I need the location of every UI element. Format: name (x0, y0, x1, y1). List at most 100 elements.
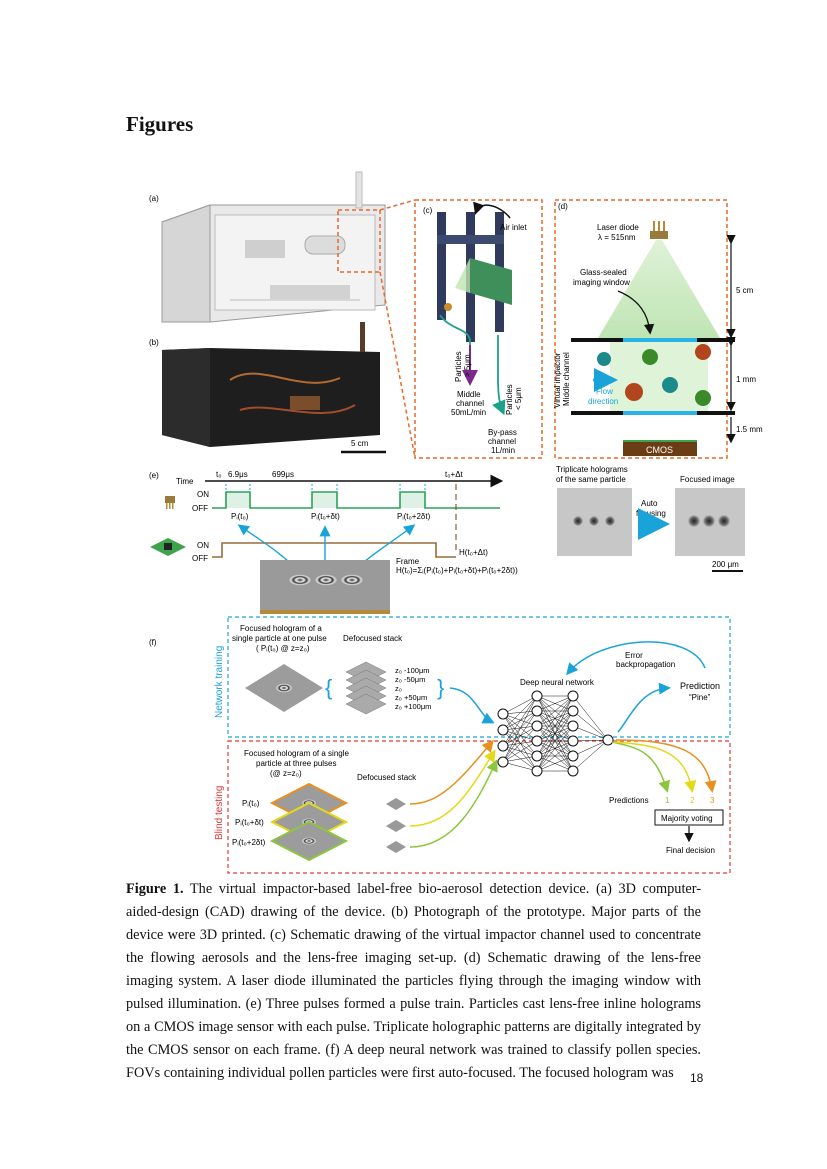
nn-node (567, 690, 579, 702)
nn-connection (536, 710, 574, 772)
on-label-2: ON (197, 541, 209, 550)
virtual-impactor-channel (437, 212, 512, 342)
nn-node (602, 734, 614, 746)
test-pulse-3: Pᵢ(t₀+2δt) (232, 838, 266, 847)
laser-wavelength: λ = 515nm (598, 233, 636, 242)
side-label2: Middle channel (562, 352, 571, 406)
particles-lt-size: < 5μm (514, 387, 523, 410)
nn-connection (502, 725, 538, 763)
nn-node (567, 750, 579, 762)
train-holo-label3: ( Pᵢ(t₀) @ z=z₀) (256, 644, 310, 653)
bypass-label2: channel (488, 437, 516, 446)
off-label-2: OFF (192, 554, 208, 563)
nn-connection (536, 695, 574, 757)
dist-5cm: 5 cm (736, 286, 754, 295)
z-plus-100: z₀ +100μm (395, 702, 431, 711)
test-holo-label3: (@ z=z₀) (270, 769, 302, 778)
caption-label: Figure 1. (126, 881, 184, 897)
nn-connection (536, 740, 574, 772)
laser-beam (598, 240, 720, 338)
nn-connection (502, 710, 538, 763)
panel-c-frame (414, 199, 543, 459)
nn-node (531, 690, 543, 702)
window-label: Glass-sealed (580, 268, 627, 277)
nn-connection (502, 761, 538, 772)
dnn-label: Deep neural network (520, 678, 595, 687)
frame-label: Frame (396, 557, 420, 566)
middle-channel-flow: 50mL/min (451, 408, 486, 417)
nn-connection (502, 713, 538, 757)
train-holo-label: Focused hologram of a (240, 624, 322, 633)
nn-node (497, 740, 509, 752)
pollen-particles (597, 344, 711, 406)
nn-node (531, 735, 543, 747)
panel-label-a: (a) (149, 194, 159, 203)
dur2-label: 699μs (272, 470, 294, 479)
nn-node (531, 750, 543, 762)
nn-connection (502, 710, 538, 731)
defocus-label: Defocused stack (343, 634, 403, 643)
prototype-photo (162, 322, 380, 447)
nn-connection (536, 755, 574, 772)
predictions-label: Predictions (609, 796, 649, 805)
nn-connection (502, 740, 538, 747)
panel-label-e: (e) (149, 471, 159, 480)
panel-label-c: (c) (423, 206, 433, 215)
flow-label: Flow (596, 387, 613, 396)
nn-connection (502, 745, 538, 757)
triplicate-label: Triplicate holograms (556, 465, 628, 474)
final-decision-label: Final decision (666, 846, 715, 855)
nn-node (567, 765, 579, 777)
t0-label: t₀ (216, 470, 222, 479)
nn-connection (502, 695, 538, 763)
nn-connection (502, 745, 538, 772)
nn-connection (502, 729, 538, 757)
frame-signal (212, 542, 456, 558)
dist-15mm: 1.5 mm (736, 425, 763, 434)
nn-node (497, 724, 509, 736)
nn-node (531, 720, 543, 732)
nn-connection (502, 725, 538, 731)
nn-connection (502, 695, 538, 731)
air-inlet-label: Air inlet (500, 223, 527, 232)
side-label: Virtual impactor (553, 352, 562, 408)
test-stacks (386, 798, 406, 853)
off-label-1: OFF (192, 504, 208, 513)
auto-focus-label2: focusing (636, 509, 666, 518)
testing-box (227, 740, 731, 874)
cmos-chip-icon (150, 538, 186, 556)
middle-channel-label2: channel (456, 399, 484, 408)
particles-gt-label: Particles (454, 351, 463, 382)
nn-connection (502, 755, 538, 763)
nn-connection (502, 710, 538, 715)
majority-voting-box (654, 809, 724, 826)
svg-text:{: { (325, 675, 332, 700)
nn-connection (536, 695, 574, 727)
neural-network (497, 690, 614, 777)
panel-label-f: (f) (149, 638, 157, 647)
nn-connection (536, 695, 574, 712)
nn-connection (572, 695, 609, 741)
prediction-2: 2 (690, 796, 695, 805)
test-defocus-label: Defocused stack (357, 773, 417, 782)
nn-connection (536, 695, 574, 742)
focused-image-label: Focused image (680, 475, 735, 484)
test-pulse-2: Pᵢ(t₀+δt) (235, 818, 264, 827)
nn-node (531, 705, 543, 717)
on-label-1: ON (197, 490, 209, 499)
hologram-frame (260, 560, 390, 614)
figure-caption: Figure 1. The virtual impactor-based lab… (126, 878, 701, 1085)
nn-node (497, 708, 509, 720)
laser-diode-icon (650, 221, 668, 239)
pulse-2-label: Pᵢ(t₀+δt) (311, 512, 340, 521)
section-heading: Figures (126, 112, 194, 136)
cmos-label: CMOS (646, 445, 673, 455)
panel-label-d: (d) (558, 202, 568, 211)
middle-channel-label: Middle (457, 390, 481, 399)
test-holo-label: Focused hologram of a single (244, 749, 350, 758)
laser-label: Laser diode (597, 223, 639, 232)
prediction-3: 3 (710, 796, 715, 805)
nn-connection (572, 710, 609, 741)
nn-connection (572, 739, 609, 772)
prediction-label: Prediction (680, 681, 720, 691)
